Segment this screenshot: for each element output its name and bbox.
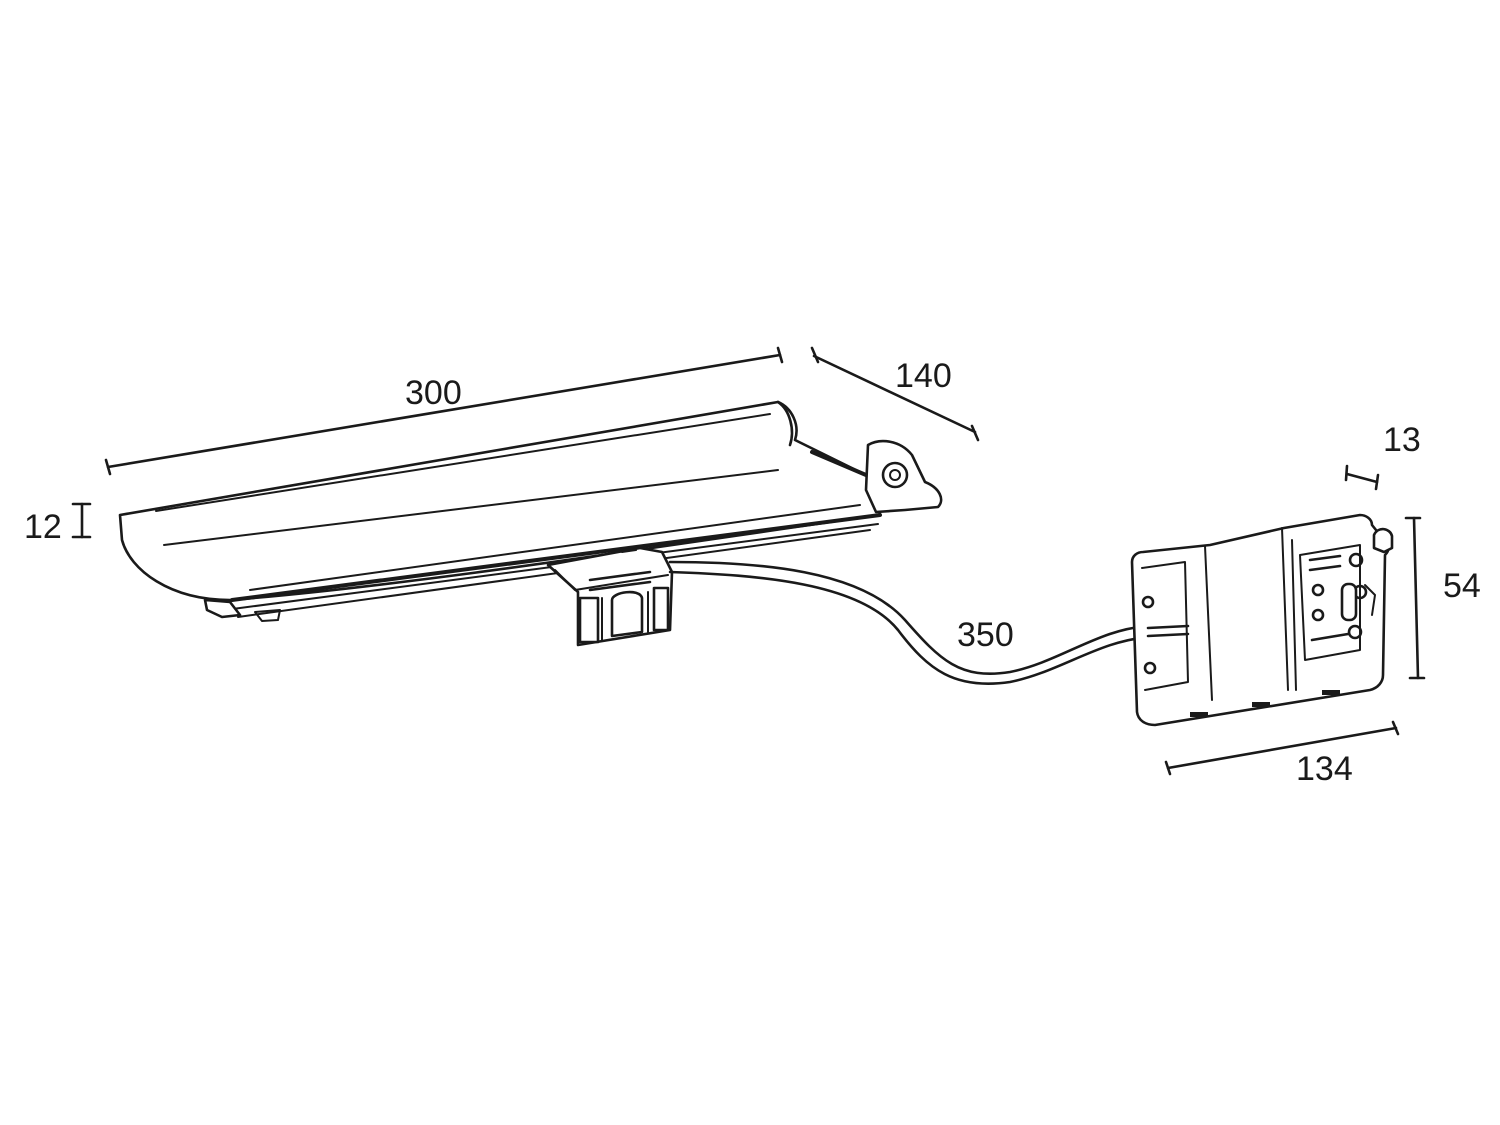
dim-label-driver-width: 134 <box>1296 750 1353 788</box>
dim-line-driver-width <box>1166 726 1398 770</box>
dimension-lines <box>71 346 1426 776</box>
dim-label-driver-depth: 13 <box>1383 421 1421 459</box>
light-fixture <box>118 400 1152 686</box>
dim-label-depth: 140 <box>895 357 952 395</box>
dim-label-cable: 350 <box>957 616 1014 654</box>
dim-line-driver-height <box>1412 516 1420 680</box>
dim-label-height: 12 <box>24 508 62 546</box>
dimension-labels: 300 140 12 350 13 54 134 <box>24 357 1481 788</box>
dim-line-length <box>106 353 782 469</box>
driver-box <box>1130 513 1394 727</box>
dim-line-driver-depth <box>1345 472 1379 484</box>
dim-line-depth <box>812 354 977 434</box>
dim-label-driver-height: 54 <box>1443 567 1481 605</box>
dim-label-length: 300 <box>405 374 462 412</box>
